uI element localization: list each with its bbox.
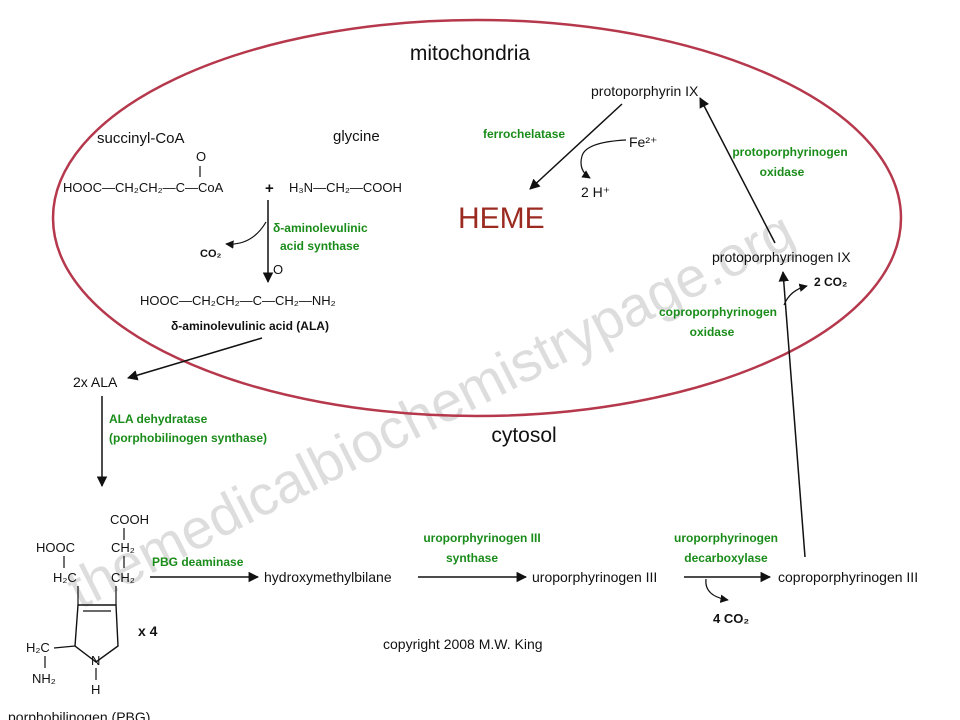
arrow-4co2-release	[705, 578, 729, 603]
plus-sign: +	[265, 180, 274, 197]
arrow-ala-export	[126, 337, 263, 381]
enzyme-ala-synthase-line1: δ-aminolevulinic	[273, 221, 368, 235]
protoporphyrin-ix-label: protoporphyrin IX	[591, 83, 699, 99]
arrow-2co2-release	[783, 283, 808, 306]
enzyme-protox-line2: oxidase	[760, 165, 805, 179]
enzyme-uro-decarb-line1: uroporphyrinogen	[674, 531, 778, 545]
pbg-structure: COOH HOOC CH₂ H₂C CH₂ N H₂C NH₂ H	[26, 512, 149, 697]
succinyl-carbonyl-o: O	[196, 149, 206, 164]
enzyme-coprox-line1: coproporphyrinogen	[659, 305, 777, 319]
pbg-name: porphobilinogen (PBG)	[8, 709, 150, 720]
succinyl-coa-formula: HOOC—CH₂CH₂—C—CoA	[63, 180, 224, 195]
pbg-bond-bottom	[53, 645, 76, 649]
succinyl-coa-label: succinyl-CoA	[97, 130, 185, 147]
four-co2-label: 4 CO₂	[713, 611, 749, 626]
arrow-fe-2h-exchange	[580, 139, 627, 179]
uroporphyrinogen-iii-label: uroporphyrinogen III	[532, 569, 657, 585]
ala-name: δ-aminolevulinic acid (ALA)	[171, 319, 329, 333]
arrow-ferrochelatase	[529, 103, 623, 190]
pbg-nh2: NH₂	[32, 671, 56, 686]
enzyme-ala-dehydratase-line2: (porphobilinogen synthase)	[109, 431, 267, 445]
pbg-hooc: HOOC	[36, 540, 75, 555]
pbg-cooh: COOH	[110, 512, 149, 527]
pbg-n: N	[91, 653, 100, 668]
glycine-label: glycine	[333, 128, 380, 145]
arrow-protox	[699, 97, 776, 244]
heme-label: HEME	[458, 202, 545, 235]
two-ala-label: 2x ALA	[73, 374, 118, 390]
enzyme-protox-line1: protoporphyrinogen	[732, 145, 847, 159]
pbg-h: H	[91, 682, 100, 697]
enzyme-ala-synthase-line2: acid synthase	[280, 239, 360, 253]
arrow-co2-release	[225, 221, 267, 249]
two-h-label: 2 H⁺	[581, 184, 610, 200]
enzyme-pbg-deaminase: PBG deaminase	[152, 555, 244, 569]
hydroxymethylbilane-label: hydroxymethylbilane	[264, 569, 392, 585]
copyright: copyright 2008 M.W. King	[383, 636, 543, 652]
coproporphyrinogen-iii-label: coproporphyrinogen III	[778, 569, 918, 585]
mitochondria-label: mitochondria	[410, 42, 531, 65]
fe2-label: Fe²⁺	[629, 134, 657, 150]
pbg-pyrrole-ring	[74, 604, 119, 663]
enzyme-uro-synthase-line1: uroporphyrinogen III	[423, 531, 540, 545]
ala-formula: HOOC—CH₂CH₂—C—CH₂—NH₂	[140, 293, 336, 308]
mitochondria-membrane	[51, 18, 903, 418]
protoporphyrinogen-ix-label: protoporphyrinogen IX	[712, 249, 851, 265]
pbg-h2c-bottom: H₂C	[26, 640, 50, 655]
enzyme-ferrochelatase: ferrochelatase	[483, 127, 565, 141]
x4-label: x 4	[138, 623, 158, 639]
co2-label: CO₂	[200, 248, 222, 260]
cytosol-label: cytosol	[491, 424, 556, 447]
enzyme-ala-dehydratase-line1: ALA dehydratase	[109, 412, 208, 426]
two-co2-label: 2 CO₂	[814, 275, 847, 289]
ala-carbonyl-o: O	[273, 262, 283, 277]
arrow-coprox	[778, 270, 806, 558]
pbg-ch2-right: CH₂	[111, 570, 135, 585]
pbg-ch2-top: CH₂	[111, 540, 135, 555]
pbg-h2c-left: H₂C	[53, 570, 77, 585]
enzyme-uro-synthase-line2: synthase	[446, 551, 498, 565]
enzyme-coprox-line2: oxidase	[690, 325, 735, 339]
enzyme-uro-decarb-line2: decarboxylase	[684, 551, 768, 565]
glycine-formula: H₃N—CH₂—COOH	[289, 180, 402, 195]
